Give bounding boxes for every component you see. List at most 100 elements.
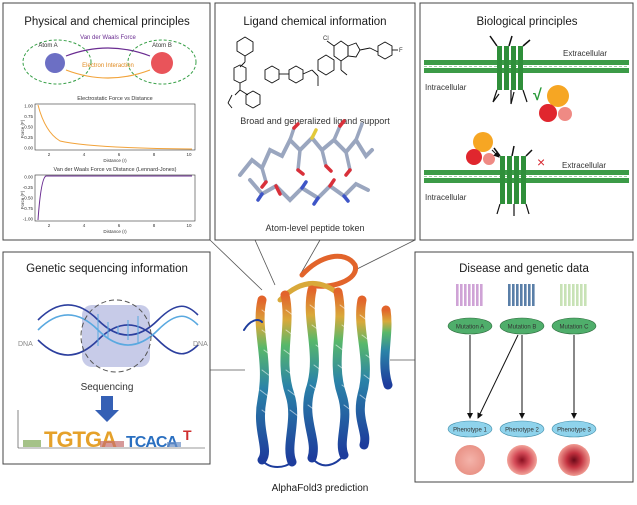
receptor-helix (472, 284, 475, 306)
mutation-label: Mutation C (559, 325, 589, 331)
plot1-yticks-label: 0.00 (24, 146, 33, 151)
receptor-helix (476, 284, 479, 306)
atom-a-label: Atom A (38, 43, 57, 49)
receptor-helix (512, 284, 515, 306)
tissue-icon-1 (455, 445, 485, 475)
plot1-xticks-label: 2 (48, 152, 51, 157)
receptor-helix (580, 284, 583, 306)
panel-biological: Biological principles Extracellular Intr… (419, 2, 634, 241)
plot2-xticks-label: 4 (83, 223, 86, 228)
receptor-helix (560, 284, 563, 306)
atom-b-icon (151, 52, 173, 74)
receptor-helix (480, 284, 483, 306)
atom-a-icon (45, 53, 65, 73)
phenotype-node (551, 420, 597, 438)
receptor-helix (524, 284, 527, 306)
logo-motif-right: TCACA (126, 434, 178, 451)
ligand-caption-1: Broad and generalized ligand support (240, 116, 390, 126)
plot2-xlabel: Distance (r) (103, 229, 127, 234)
vdw-force-label: Van der Waals Force (80, 35, 136, 41)
mutation-receptors (456, 284, 587, 306)
genetic-title: Genetic sequencing information (26, 263, 188, 275)
plot1-xticks-label: 4 (83, 152, 86, 157)
plot2-xticks-label: 2 (48, 223, 51, 228)
ligand-title: Ligand chemical information (243, 16, 386, 28)
membrane-top (424, 60, 629, 73)
atom-b-field (127, 39, 197, 85)
intracellular-label-1: Intracellular (425, 83, 467, 92)
logo-motif-t: T (183, 427, 192, 443)
mutation-label: Mutation B (508, 325, 537, 331)
plot2-title: Van der Waals Force vs Distance (Lennard… (54, 167, 177, 173)
logo-motif-left: TGTGA (44, 427, 117, 452)
receptor-helix (520, 284, 523, 306)
plot2-yticks-label: -0.25 (23, 185, 34, 190)
receptor-helix (532, 284, 535, 306)
electron-interaction-line (65, 69, 151, 79)
electron-interaction-label: Electron Interaction (82, 63, 134, 69)
ligand-ball-orange-2 (473, 132, 493, 152)
connector-lines (209, 239, 416, 371)
tissue-icon-2 (507, 445, 537, 475)
extracellular-label-2: Extracellular (562, 161, 606, 170)
phenotype-nodes: Phenotype 1 Phenotype 2 Phenotype 3 (447, 420, 597, 438)
receptor-helix (576, 284, 579, 306)
ligand-ball-red-2 (466, 149, 482, 165)
receptor-helix (528, 284, 531, 306)
plot1-title: Electrostatic Force vs Distance (77, 96, 153, 102)
receptor-helix (516, 284, 519, 306)
alphafold-structure (243, 253, 393, 468)
plot2-yticks-label: -0.50 (23, 196, 34, 201)
phenotype-node (499, 420, 545, 438)
receptor-bottom (493, 145, 533, 216)
mutation-label: Mutation A (456, 325, 484, 331)
sequence-logo: TGTGA TCACA T (17, 410, 205, 452)
phenotype-label: Phenotype 1 (453, 428, 487, 434)
plot1-yticks-label: 0.25 (24, 135, 33, 140)
plot2-xticks-label: 6 (118, 223, 121, 228)
intracellular-label-2: Intracellular (425, 193, 467, 202)
biological-title: Biological principles (477, 16, 578, 28)
plot1-yticks-label: 0.75 (24, 114, 33, 119)
ligand-ball-orange-1 (547, 85, 569, 107)
panel-ligand: Ligand chemical information (214, 2, 416, 241)
peptide-stick-model (238, 119, 374, 206)
ligand-ball-red-1 (539, 104, 557, 122)
plot1-xticks-label: 6 (118, 152, 121, 157)
mutation-node (447, 317, 493, 335)
receptor-helix (584, 284, 587, 306)
atom-a-field (22, 39, 92, 85)
phenotype-label: Phenotype 3 (557, 428, 591, 434)
atom-b-label: Atom B (152, 43, 172, 49)
receptor-helix (464, 284, 467, 306)
receptor-helix (456, 284, 459, 306)
vdw-plot: Van der Waals Force vs Distance (Lennard… (20, 167, 196, 234)
phenotype-node (447, 420, 493, 438)
mutation-node (499, 317, 545, 335)
ligand-ball-pink-2 (483, 153, 495, 165)
ligand-ball-pink-1 (558, 107, 572, 121)
plot1-curve (37, 104, 193, 150)
plot2-yticks-label: 0.00 (24, 175, 33, 180)
membrane-bottom (424, 170, 629, 183)
plot2-xticks-label: 8 (153, 223, 156, 228)
plot1-xticks-label: 8 (153, 152, 156, 157)
check-icon: √ (533, 87, 542, 104)
plot1-xlabel: Distance (r) (103, 158, 127, 163)
down-arrow-icon (95, 396, 119, 422)
panel-genetic: Genetic sequencing information DNA DNA S… (2, 251, 211, 465)
plot2-xticks-label: 10 (186, 223, 192, 228)
phenotype-label: Phenotype 2 (505, 428, 539, 434)
receptor-helix (572, 284, 575, 306)
panel-physical: Physical and chemical principles Atom A … (2, 2, 211, 241)
ligand-caption-2: Atom-level peptide token (265, 223, 364, 233)
mutation-arrows (467, 334, 577, 419)
receptor-helix (508, 284, 511, 306)
dna-label-right: DNA (193, 341, 208, 348)
tissue-icon-3 (558, 444, 590, 476)
receptor-helix (460, 284, 463, 306)
plot1-yticks-label: 0.50 (24, 125, 33, 130)
plot1-yticks-label: 1.00 (24, 104, 33, 109)
plot1-ylabel: Force (F) (20, 119, 25, 138)
